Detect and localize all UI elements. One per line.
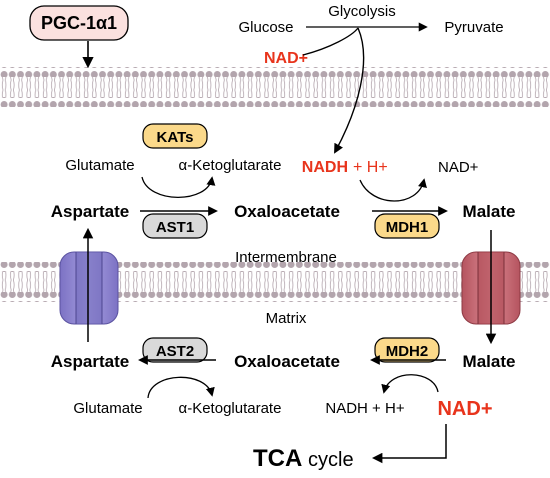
matrix-glutamate: Glutamate — [73, 400, 142, 417]
intermembrane-label: Intermembrane — [235, 249, 337, 266]
ast2-label: AST2 — [156, 343, 194, 360]
kats-box: KATs — [142, 123, 208, 149]
pgc1a1-label: PGC-1α1 — [41, 13, 117, 33]
tca-cycle-label: cycle — [308, 449, 354, 471]
pyruvate-label: Pyruvate — [444, 19, 503, 36]
mdh1-cofactor-arc — [359, 178, 427, 202]
cytosol-nad-plus: NAD+ — [438, 159, 479, 176]
matrix-label: Matrix — [266, 310, 307, 327]
nadh-down-arrow — [334, 27, 365, 154]
matrix-aspartate: Aspartate — [51, 352, 129, 371]
mdh2-label: MDH2 — [386, 343, 429, 360]
cytosol-alpha-kg: α-Ketoglutarate — [179, 157, 282, 174]
inner-membrane — [0, 262, 550, 302]
ast1-box: AST1 — [142, 213, 208, 239]
glycolysis-label: Glycolysis — [328, 3, 396, 20]
glycolysis-nad-plus: NAD+ — [264, 50, 308, 67]
nad-to-glycolysis-curve — [302, 27, 359, 56]
matrix-nadh-h: NADH + H+ — [325, 400, 404, 417]
cytosol-h-plus: + H+ — [353, 159, 388, 176]
kats-label: KATs — [157, 129, 194, 146]
cytosol-malate: Malate — [463, 202, 516, 221]
pgc1a1-box: PGC-1α1 — [29, 5, 129, 41]
matrix-malate: Malate — [463, 352, 516, 371]
mdh1-label: MDH1 — [386, 219, 429, 236]
cytosol-oxaloacetate: Oxaloacetate — [234, 202, 340, 221]
matrix-nad-plus: NAD+ — [437, 398, 492, 420]
cytosol-aspartate: Aspartate — [51, 202, 129, 221]
matrix-oxaloacetate: Oxaloacetate — [234, 352, 340, 371]
cytosol-nadh: NADH — [302, 159, 348, 176]
cytosol-glutamate: Glutamate — [65, 157, 134, 174]
mdh1-box: MDH1 — [374, 213, 440, 239]
ast2-box: AST2 — [142, 337, 208, 363]
kats-transamination-arc — [141, 176, 216, 198]
outer-membrane — [0, 67, 550, 107]
glucose-label: Glucose — [238, 19, 293, 36]
ast2-transamination-arc — [147, 376, 215, 399]
aspartate-transporter — [59, 251, 119, 325]
ast1-label: AST1 — [156, 219, 194, 236]
nad-to-tca-arrow — [371, 424, 447, 464]
tca-label: TCA — [253, 445, 302, 472]
matrix-alpha-kg: α-Ketoglutarate — [179, 400, 282, 417]
mdh2-box: MDH2 — [374, 337, 440, 363]
mdh2-cofactor-arc — [381, 374, 439, 394]
